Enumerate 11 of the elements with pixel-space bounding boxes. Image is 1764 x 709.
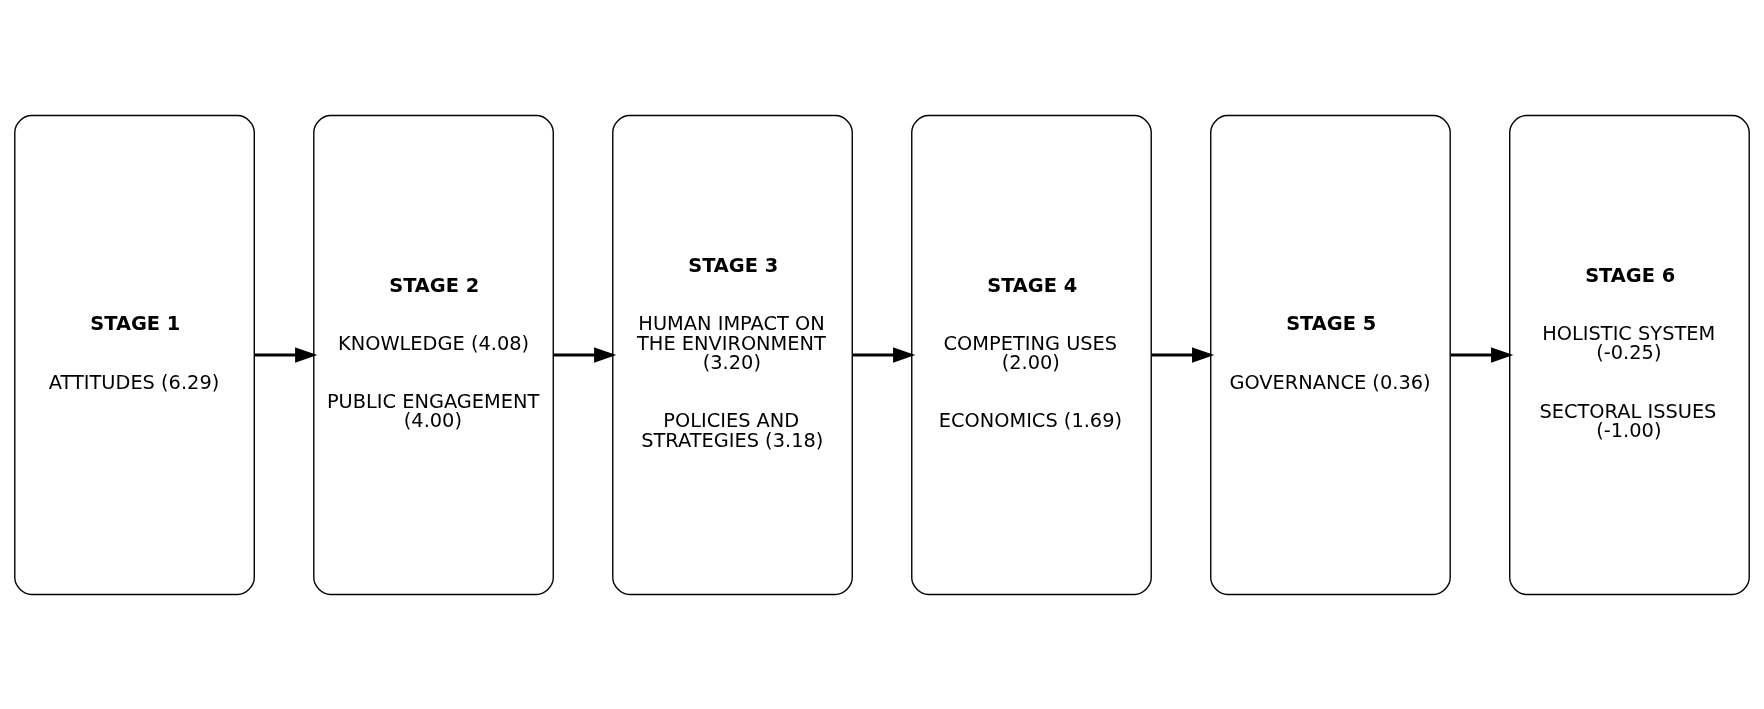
arrow xyxy=(852,346,916,363)
node-box: STAGE 6 HOLISTIC SYSTEM (-0.25) SECTORAL ISSUES (-1.00) xyxy=(1509,114,1750,595)
node-box: STAGE 5 GOVERNANCE (0.36) xyxy=(1210,114,1451,595)
arrow xyxy=(1450,346,1514,363)
node-box: STAGE 3 HUMAN IMPACT ON THE ENVIRONMENT (3.20) POLICIES AND STRATEGIES (3.18) xyxy=(612,114,853,595)
arrow xyxy=(254,346,318,363)
arrow xyxy=(1151,346,1215,363)
node-box: STAGE 4 COMPETING USES (2.00) ECONOMICS (1.69) xyxy=(911,114,1152,595)
arrow xyxy=(553,346,617,363)
node-box: STAGE 2 KNOWLEDGE (4.08) PUBLIC ENGAGEMENT (4.00) xyxy=(313,114,554,595)
node-box: STAGE 1 ATTITUDES (6.29) xyxy=(14,114,255,595)
